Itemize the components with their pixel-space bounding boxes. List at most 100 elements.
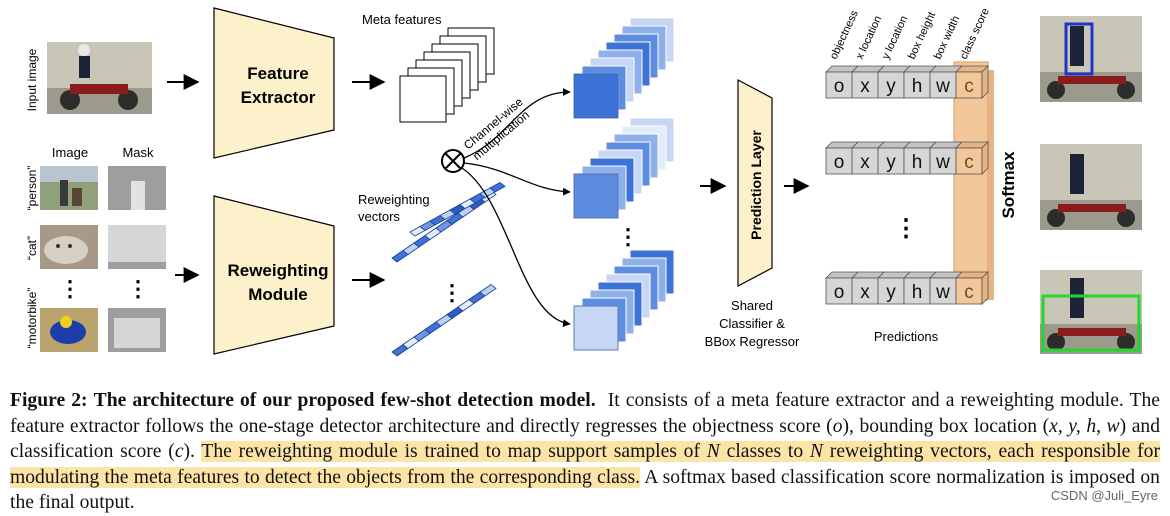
caption-c: c	[174, 441, 184, 462]
reweighting-vectors-label-2: vectors	[358, 209, 400, 224]
prediction-cell	[955, 147, 983, 175]
class-motorbike-label: “motorbike”	[25, 288, 39, 349]
caption-s1: It consists of a meta feature extractor …	[10, 390, 1160, 437]
reweighting-vectors-label-1: Reweighting	[358, 192, 430, 207]
prediction-cell-label: o	[834, 282, 845, 303]
caption-n2: N	[809, 441, 823, 462]
curve-to-stack-3	[461, 167, 571, 328]
input-image-label: Input image	[25, 48, 39, 111]
prediction-cell-label: h	[912, 76, 923, 97]
result-image-3	[1040, 270, 1142, 354]
vector-segment	[479, 284, 497, 297]
prediction-cell	[877, 277, 905, 305]
shared-classifier-label-2: Classifier &	[719, 316, 785, 331]
caption-title: The architecture of our proposed few-sho…	[93, 390, 596, 411]
prediction-cell	[825, 147, 853, 175]
curve-to-stack-2	[463, 162, 571, 196]
prediction-cell	[903, 277, 931, 305]
support-image-motorbike	[40, 308, 98, 352]
input-image-thumb	[47, 42, 152, 114]
predictions-label: Predictions	[874, 329, 939, 344]
reweighting-module-label-2: Module	[248, 285, 308, 304]
caption-s4: ).	[183, 441, 195, 462]
watermark: CSDN @Juli_Eyre	[1050, 488, 1158, 503]
prediction-ellipsis: ⋮	[894, 215, 918, 242]
figure-caption: Figure 2: The architecture of our propos…	[10, 388, 1160, 516]
prediction-cell-label: x	[860, 152, 870, 173]
prediction-cell-label: h	[912, 282, 923, 303]
caption-s3: ) and classification score (	[10, 415, 1160, 463]
result-image-1	[1040, 16, 1142, 102]
reweighted-feature-stacks	[573, 17, 675, 351]
reweighting-module-label-1: Reweighting	[227, 261, 328, 280]
class-cat-label: “cat”	[25, 236, 39, 260]
caption-s2: ), bounding box location (	[842, 415, 1050, 437]
prediction-cell	[929, 277, 957, 305]
feature-map-front	[573, 73, 619, 119]
meta-features-stack	[399, 27, 495, 123]
prediction-cell-label: c	[964, 152, 974, 173]
prediction-cell	[903, 71, 931, 99]
shared-classifier-label-3: BBox Regressor	[705, 334, 800, 349]
prediction-cell	[955, 277, 983, 305]
feature-extractor-block	[213, 7, 335, 159]
feature-extractor-label-1: Feature	[247, 64, 308, 83]
prediction-cell-label: x	[860, 282, 870, 303]
caption-hl3: reweighting vectors, each responsible fo…	[10, 441, 1160, 488]
prediction-cell-label: c	[964, 76, 974, 97]
prediction-cell-label: w	[935, 76, 950, 97]
prediction-cell	[929, 71, 957, 99]
vector-segment	[489, 182, 506, 193]
prediction-cell-side	[981, 65, 989, 99]
support-mask-motorbike	[108, 308, 166, 352]
class-person-label: “person”	[25, 166, 39, 211]
prediction-header: class score	[958, 6, 992, 61]
meta-features-label: Meta features	[362, 12, 442, 27]
support-mask-cat	[108, 225, 166, 269]
softmax-label: Softmax	[999, 151, 1018, 219]
result-image-2	[1040, 144, 1142, 230]
prediction-layer-block	[737, 79, 773, 287]
caption-s5: A softmax based classification score nor…	[10, 466, 1160, 514]
prediction-cell-label: o	[834, 152, 845, 173]
feature-map-front	[573, 173, 619, 219]
shared-classifier-label-1: Shared	[731, 298, 773, 313]
prediction-cell-label: c	[964, 282, 974, 303]
prediction-cell-label: o	[834, 76, 845, 97]
prediction-cell	[851, 147, 879, 175]
reweighting-vectors	[391, 182, 506, 357]
softmax-column-side	[988, 70, 994, 300]
prediction-cell	[877, 71, 905, 99]
caption-o: o	[832, 415, 843, 437]
prediction-cell-label: h	[912, 152, 923, 173]
col-image-label: Image	[52, 145, 88, 160]
multiply-icon	[441, 149, 465, 173]
support-image-cat	[40, 225, 98, 269]
prediction-cell-label: y	[886, 152, 896, 173]
col-mask-label: Mask	[122, 145, 154, 160]
curve-to-stack-1	[463, 88, 571, 159]
feature-extractor-label-2: Extractor	[241, 88, 316, 107]
prediction-cell-label: w	[935, 152, 950, 173]
prediction-cell	[955, 71, 983, 99]
prediction-cell-label: y	[886, 282, 896, 303]
prediction-cell	[851, 71, 879, 99]
softmax-column	[953, 61, 989, 301]
reweighting-module-block	[213, 195, 335, 355]
architecture-diagram: Input image Image Mask “person” “cat” “m…	[25, 6, 1142, 357]
prediction-cell	[903, 147, 931, 175]
ellipsis-mask: ⋮	[127, 276, 149, 301]
prediction-cell-label: x	[860, 76, 870, 97]
caption-n1: N	[706, 441, 720, 462]
prediction-cell	[929, 147, 957, 175]
prediction-cell-side	[981, 271, 989, 305]
caption-fig-label: Figure 2:	[10, 390, 88, 411]
caption-hl1: The reweighting module is trained to map…	[201, 441, 700, 462]
prediction-cell-label: y	[886, 76, 896, 97]
prediction-cell-side	[981, 141, 989, 175]
prediction-layer-label: Prediction Layer	[748, 130, 764, 240]
support-image-person	[40, 166, 98, 210]
prediction-cell-label: w	[935, 282, 950, 303]
